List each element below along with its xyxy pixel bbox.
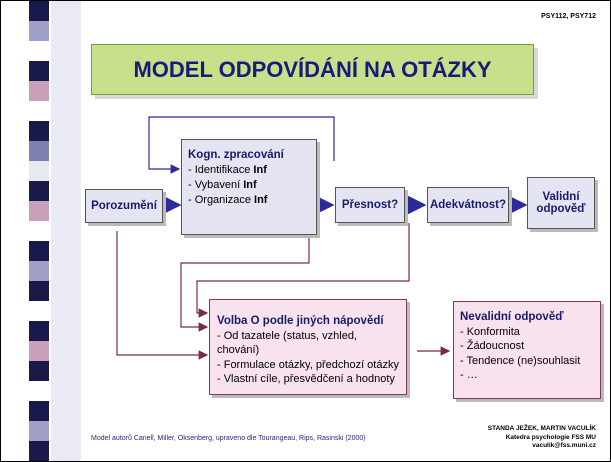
volba-heading: Volba O podle jiných nápovědí	[217, 315, 384, 327]
footer-email: vaculik@fss.muni.cz	[532, 442, 596, 449]
nevalidni-item: - Konformita	[460, 325, 520, 338]
node-validni-odpoved: Validní odpověď	[527, 177, 595, 229]
footer-authors-names: STANDA JEŽEK, MARTIN VACULÍK	[487, 425, 596, 432]
arrow-kogn-loop	[148, 116, 335, 174]
node-porozumeni: Porozumění	[85, 189, 163, 223]
footer-department: Katedra psychologie FSS MU	[505, 433, 596, 441]
footer-source: Model autorů Canell, Miller, Oksenberg, …	[91, 435, 366, 442]
nevalidni-item: - Žádoucnost	[460, 340, 525, 352]
arrow-presnost-volba	[196, 223, 410, 318]
slide-title: MODEL ODPOVÍDÁNÍ NA OTÁZKY	[91, 44, 534, 95]
volba-item: - Formulace otázky, předchozí otázky	[217, 358, 399, 371]
arrow-porozumeni-volba	[116, 231, 209, 360]
volba-item: - Od tazatele (status, vzhled, chování)	[217, 329, 358, 357]
node-presnost: Přesnost?	[335, 187, 405, 223]
nevalidni-item: - Tendence (ne)souhlasit	[460, 354, 581, 367]
volba-item: - Vlastní cíle, přesvědčení a hodnoty	[217, 373, 395, 385]
footer-authors: STANDA JEŽEK, MARTIN VACULÍK Katedra psy…	[488, 425, 596, 451]
node-adekvatnost: Adekvátnost?	[427, 187, 509, 223]
kogn-item: - Identifikace Inf	[188, 164, 267, 176]
nevalidni-item: - …	[460, 369, 478, 381]
arrow-kogn-volba	[180, 235, 310, 332]
course-code: PSY112, PSY712	[541, 13, 596, 20]
decorative-strip	[29, 1, 49, 461]
node-nevalidni-odpoved: Nevalidní odpověď - Konformita - Žádoucn…	[453, 301, 601, 399]
decorative-strip-shade	[51, 1, 81, 461]
kogn-item: - Organizace Inf	[188, 194, 268, 206]
node-volba: Volba O podle jiných nápovědí - Od tazat…	[209, 299, 407, 395]
kogn-heading: Kogn. zpracování	[188, 149, 284, 161]
node-kogn-zpracovani: Kogn. zpracování - Identifikace Inf - Vy…	[181, 139, 317, 235]
kogn-item: - Vybavení Inf	[188, 179, 257, 191]
nevalidni-heading: Nevalidní odpověď	[460, 311, 564, 323]
